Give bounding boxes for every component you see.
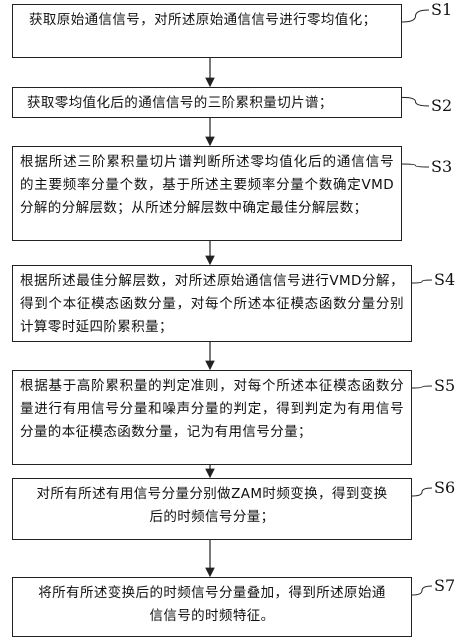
step-box-s1: 获取原始通信信号，对所述原始通信信号进行零均值化； [12,4,402,58]
step-label-s7: S7 [434,576,456,595]
step-label-s2: S2 [431,96,453,115]
leader-line-s7 [411,585,433,596]
step-text-s1: 获取原始通信信号，对所述原始通信信号进行零均值化； [29,12,377,28]
leader-line-s1 [401,9,430,23]
step-box-s3: 根据所述三阶累积量切片谱判断所述零均值化后的通信信号的主要频率分量个数，基于所述… [12,146,402,241]
leader-line-s3 [401,163,430,168]
step-box-s7: 将所有所述变换后的时频信号分量叠加，得到所述原始通信信号的时频特征。 [12,577,412,637]
step-text-s7: 将所有所述变换后的时频信号分量叠加，得到所述原始通信信号的时频特征。 [38,585,386,624]
step-box-s5: 根据基于高阶累积量的判定准则，对每个所述本征模态函数分量进行有用信号分量和噪声分… [12,370,412,465]
step-text-s5: 根据基于高阶累积量的判定准则，对每个所述本征模态函数分量进行有用信号分量和噪声分… [20,378,404,440]
leader-line-s6 [411,487,433,497]
step-text-s2: 获取零均值化后的通信信号的三阶累积量切片谱； [27,95,333,111]
step-label-s3: S3 [431,157,453,176]
step-box-s2: 获取零均值化后的通信信号的三阶累积量切片谱； [12,87,402,118]
step-label-s4: S4 [434,270,456,289]
step-label-s6: S6 [434,478,456,497]
step-text-s3: 根据所述三阶累积量切片谱判断所述零均值化后的通信信号的主要频率分量个数，基于所述… [20,154,394,216]
leader-line-s5 [411,385,433,389]
step-box-s4: 根据所述最佳分解层数，对所述原始通信信号进行VMD分解，得到个本征模态函数分量，… [12,265,412,342]
step-box-s6: 对所有所述有用信号分量分别做ZAM时频变换，得到变换后的时频信号分量； [12,478,412,540]
step-label-s1: S1 [431,0,453,19]
step-text-s4: 根据所述最佳分解层数，对所述原始通信信号进行VMD分解，得到个本征模态函数分量，… [20,273,404,335]
leader-line-s4 [411,279,433,284]
step-text-s6: 对所有所述有用信号分量分别做ZAM时频变换，得到变换后的时频信号分量； [36,486,388,525]
leader-line-s2 [401,96,430,107]
step-label-s5: S5 [434,376,456,395]
